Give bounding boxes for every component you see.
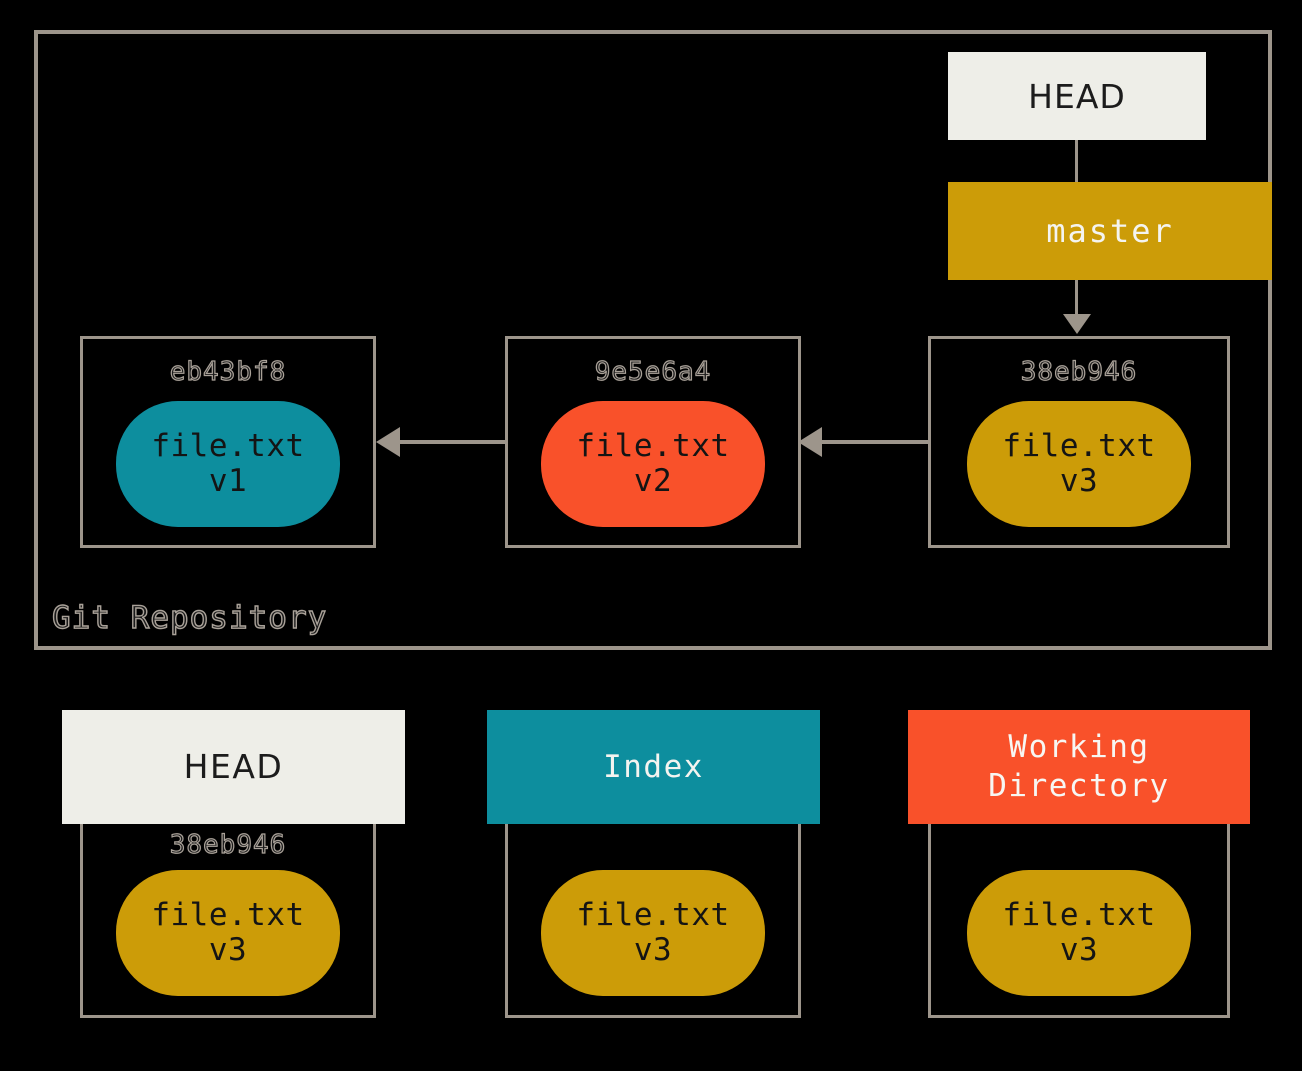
blob-version: v3 <box>633 932 673 968</box>
area-header-head[interactable]: HEAD <box>62 710 405 824</box>
blob-file-name: file.txt <box>1002 897 1156 934</box>
commit-hash: eb43bf8 <box>169 356 287 387</box>
blob-file-name: file.txt <box>1002 428 1156 465</box>
blob-file-name: file.txt <box>576 897 730 934</box>
master-branch-box[interactable]: master <box>948 182 1272 280</box>
commit-box-38eb946[interactable]: 38eb946 file.txt v3 <box>928 336 1230 548</box>
head-pointer-box[interactable]: HEAD <box>948 52 1206 140</box>
head-pointer-label: HEAD <box>1028 76 1126 116</box>
commit-blob: file.txt v3 <box>967 401 1191 527</box>
connector-commit3-to-commit2 <box>822 440 928 444</box>
area-hash: 38eb946 <box>169 829 287 860</box>
area-title-line1: Index <box>603 748 704 785</box>
commit-blob: file.txt v1 <box>116 401 340 527</box>
connector-commit2-to-commit1 <box>400 440 505 444</box>
area-blob: file.txt v3 <box>541 870 765 996</box>
blob-file-name: file.txt <box>576 428 730 465</box>
master-branch-label: master <box>1046 212 1174 250</box>
commit-box-9e5e6a4[interactable]: 9e5e6a4 file.txt v2 <box>505 336 801 548</box>
blob-version: v3 <box>1059 932 1099 968</box>
blob-version: v3 <box>208 932 248 968</box>
blob-version: v2 <box>633 463 673 499</box>
area-title-line1: HEAD <box>183 747 284 787</box>
area-header-working-directory[interactable]: Working Directory <box>908 710 1250 824</box>
area-title-line1: Working <box>1008 729 1150 766</box>
arrow-left-icon <box>798 427 822 457</box>
area-header-index[interactable]: Index <box>487 710 820 824</box>
blob-version: v1 <box>208 463 248 499</box>
git-repository-label: Git Repository <box>51 599 328 636</box>
arrow-left-icon <box>376 427 400 457</box>
commit-box-eb43bf8[interactable]: eb43bf8 file.txt v1 <box>80 336 376 548</box>
area-body-head: 38eb946 file.txt v3 <box>80 822 376 1018</box>
connector-master-to-commit-line <box>1075 280 1078 316</box>
commit-hash: 9e5e6a4 <box>594 356 712 387</box>
commit-hash: 38eb946 <box>1020 356 1138 387</box>
area-title-line2: Directory <box>988 768 1170 804</box>
blob-version: v3 <box>1059 463 1099 499</box>
blob-file-name: file.txt <box>151 428 305 465</box>
arrow-down-icon <box>1063 314 1091 334</box>
connector-head-to-master <box>1075 140 1078 182</box>
area-body-working-directory: file.txt v3 <box>928 822 1230 1018</box>
area-blob: file.txt v3 <box>116 870 340 996</box>
area-blob: file.txt v3 <box>967 870 1191 996</box>
blob-file-name: file.txt <box>151 897 305 934</box>
commit-blob: file.txt v2 <box>541 401 765 527</box>
area-body-index: file.txt v3 <box>505 822 801 1018</box>
